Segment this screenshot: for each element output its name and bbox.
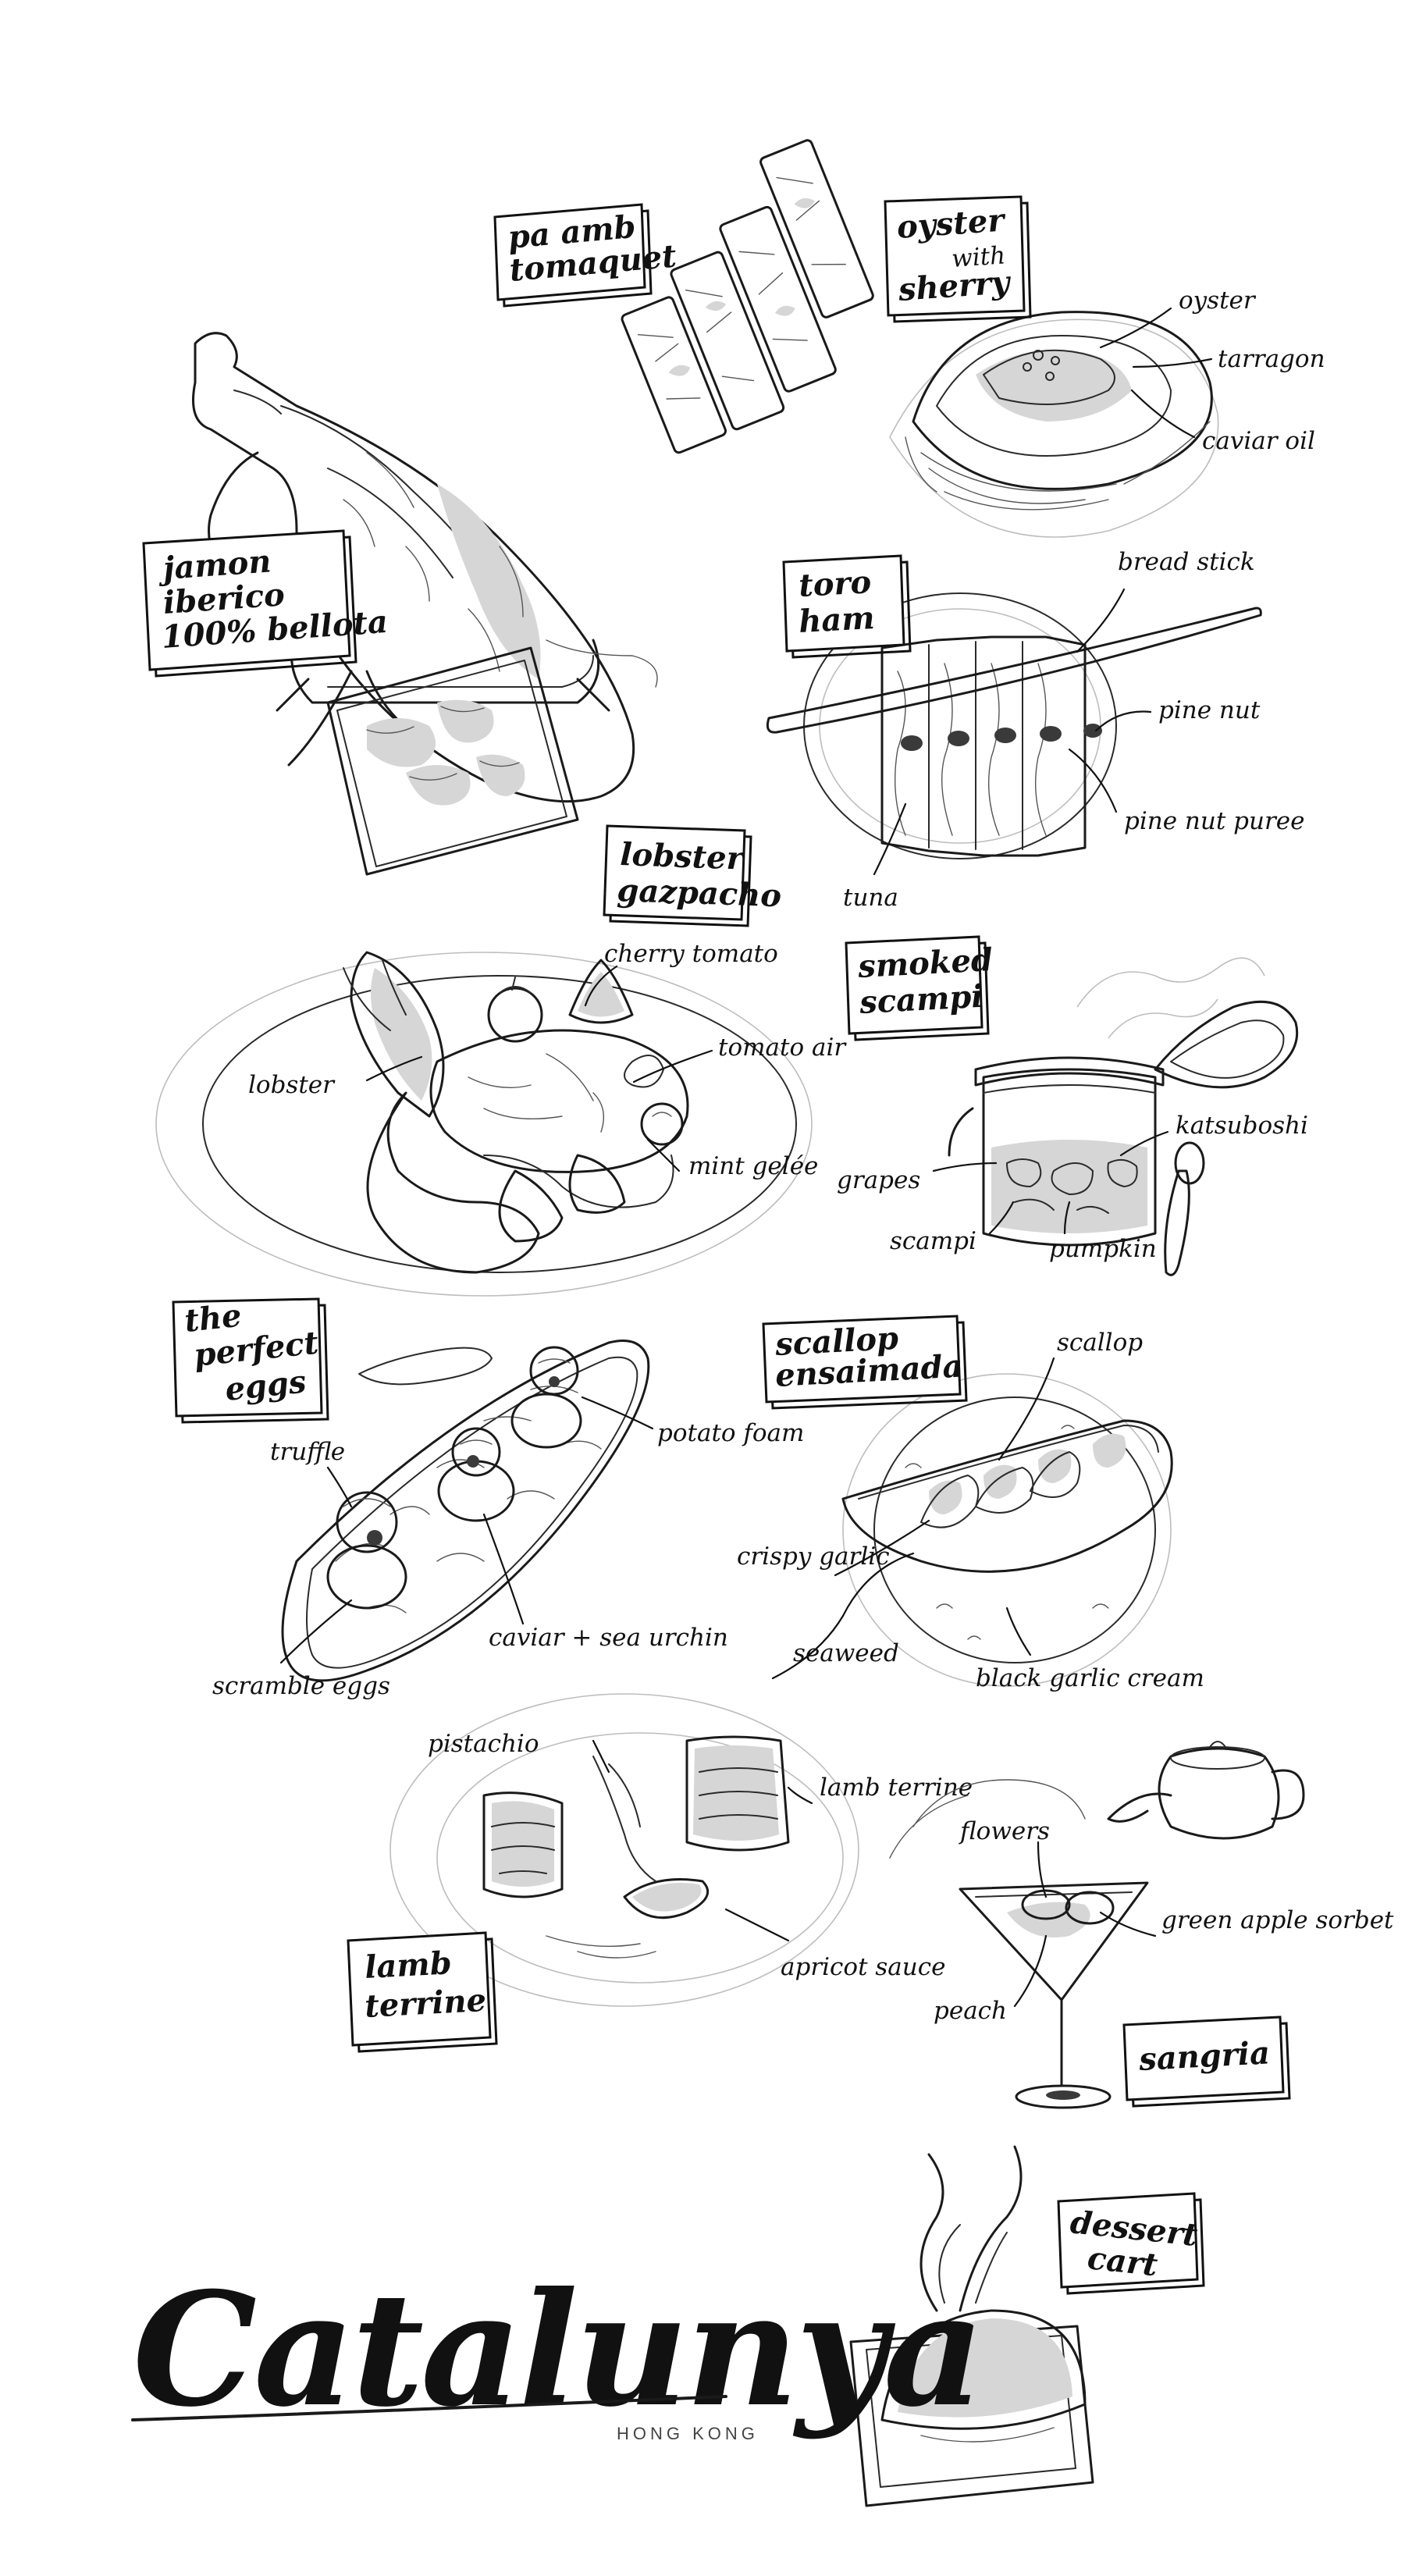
dessert-cart-title-line-2: cart bbox=[1086, 2240, 1160, 2283]
lamb-terrine-title-line-2: terrine bbox=[364, 1982, 487, 2025]
perfect-eggs-labels: truffle potato foam caviar + sea urchin … bbox=[212, 1396, 804, 1700]
toro-ham-title-box: toro ham bbox=[782, 554, 912, 659]
lobster-gazpacho-title-line-1: lobster bbox=[620, 836, 746, 877]
perfect-eggs-label-scramble-eggs: scramble eggs bbox=[212, 1672, 390, 1700]
lamb-terrine-title-line-1: lamb bbox=[364, 1944, 453, 1986]
scallop-ensaimada-label-scallop: scallop bbox=[1057, 1329, 1143, 1357]
sangria-label-peach: peach bbox=[934, 1997, 1007, 2025]
oyster-labels: oyster tarragon caviar oil bbox=[1099, 286, 1325, 455]
oyster-sketch bbox=[889, 311, 1219, 538]
scallop-ensaimada-title-line-1: scallop bbox=[774, 1320, 899, 1363]
oyster-title-line-2: with bbox=[951, 241, 1006, 273]
toro-ham-label-pine-nut: pine nut bbox=[1158, 696, 1261, 724]
perfect-eggs-title-line-3: eggs bbox=[223, 1363, 308, 1408]
sangria-label-flowers: flowers bbox=[959, 1817, 1050, 1845]
lamb-terrine-label-pistachio: pistachio bbox=[428, 1730, 539, 1758]
lobster-gazpacho-title-box: lobster gazpacho bbox=[603, 824, 782, 927]
toro-ham-label-pine-nut-puree: pine nut puree bbox=[1124, 807, 1305, 835]
sangria-sketch bbox=[889, 1741, 1305, 2109]
brand-logo-text: Catalunya bbox=[133, 2258, 981, 2442]
lamb-terrine-labels: pistachio lamb terrine apricot sauce bbox=[428, 1730, 973, 1981]
smoked-scampi-label-pumpkin: pumpkin bbox=[1049, 1235, 1157, 1263]
jamon-title-line-2: iberico bbox=[162, 576, 286, 621]
lobster-gazpacho-label-mint-gelee: mint gelée bbox=[688, 1152, 818, 1180]
perfect-eggs-label-caviar-sea-urchin: caviar + sea urchin bbox=[489, 1624, 728, 1652]
oyster-title-box: oyster with sherry bbox=[884, 195, 1032, 323]
perfect-eggs-label-truffle: truffle bbox=[270, 1438, 345, 1466]
oyster-label-caviar-oil: caviar oil bbox=[1202, 427, 1315, 455]
jamon-title-box: jamon iberico 100% bellota bbox=[142, 529, 389, 678]
smoked-scampi-title-box: smoked scampi bbox=[845, 935, 994, 1041]
lamb-terrine-title-box: lamb terrine bbox=[347, 1931, 498, 2053]
smoked-scampi-title-line-2: scampi bbox=[858, 978, 984, 1021]
oyster-title-line-1: oyster bbox=[895, 201, 1007, 246]
oyster-title-line-3: sherry bbox=[896, 264, 1012, 308]
scallop-ensaimada-label-black-garlic-cream: black garlic cream bbox=[976, 1664, 1204, 1692]
scallop-ensaimada-label-seaweed: seaweed bbox=[793, 1639, 899, 1667]
pa-amb-tomaquet-sketch bbox=[621, 139, 874, 454]
perfect-eggs-sketch bbox=[281, 1340, 650, 1682]
toro-ham-label-tuna: tuna bbox=[843, 884, 898, 912]
toro-ham-labels: bread stick pine nut pine nut puree tuna bbox=[843, 548, 1305, 912]
toro-ham-title-line-1: toro bbox=[798, 564, 872, 604]
toro-ham-title-line-2: ham bbox=[798, 600, 876, 640]
sangria-title-box: sangria bbox=[1122, 2016, 1291, 2108]
smoked-scampi-labels: katsuboshi grapes scampi pumpkin bbox=[837, 1112, 1308, 1263]
brand-location: HONG KONG bbox=[617, 2424, 759, 2443]
smoked-scampi-label-katsuboshi: katsuboshi bbox=[1176, 1112, 1308, 1140]
oyster-label-oyster: oyster bbox=[1179, 286, 1257, 315]
catalunya-logo: Catalunya HONG KONG bbox=[131, 2258, 984, 2443]
dessert-cart-sketch bbox=[849, 2145, 1094, 2507]
lobster-gazpacho-label-tomato-air: tomato air bbox=[718, 1034, 847, 1062]
jamon-title-line-1: jamon bbox=[156, 543, 272, 587]
lobster-gazpacho-label-cherry-tomato: cherry tomato bbox=[604, 940, 778, 968]
dessert-cart-title-box: dessert cart bbox=[1057, 2192, 1205, 2295]
scallop-ensaimada-label-crispy-garlic: crispy garlic bbox=[737, 1542, 890, 1571]
perfect-eggs-title-box: the perfect eggs bbox=[172, 1297, 329, 1424]
perfect-eggs-title-line-1: the bbox=[183, 1297, 244, 1340]
lobster-gazpacho-sketch bbox=[155, 951, 813, 1297]
scallop-ensaimada-sketch bbox=[841, 1373, 1173, 1687]
scallop-ensaimada-title-box: scallop ensaimada bbox=[762, 1315, 968, 1410]
toro-ham-sketch bbox=[766, 592, 1262, 859]
lobster-gazpacho-label-lobster: lobster bbox=[248, 1071, 336, 1099]
sangria-label-green-apple-sorbet: green apple sorbet bbox=[1161, 1906, 1394, 1934]
sangria-labels: flowers green apple sorbet peach bbox=[934, 1817, 1394, 2025]
pa-amb-tomaquet-title-box: pa amb tomaquet bbox=[493, 203, 678, 308]
lobster-gazpacho-labels: cherry tomato tomato air lobster mint ge… bbox=[248, 940, 847, 1180]
scallop-ensaimada-labels: scallop crispy garlic seaweed black garl… bbox=[737, 1329, 1204, 1692]
lobster-gazpacho-title-line-2: gazpacho bbox=[617, 872, 782, 914]
sangria-title-line-1: sangria bbox=[1137, 2034, 1271, 2078]
jamon-sketch bbox=[192, 332, 658, 876]
perfect-eggs-label-potato-foam: potato foam bbox=[657, 1419, 804, 1447]
lamb-terrine-label-lamb-terrine: lamb terrine bbox=[820, 1774, 973, 1802]
oyster-label-tarragon: tarragon bbox=[1218, 345, 1325, 373]
smoked-scampi-sketch bbox=[948, 957, 1299, 1276]
smoked-scampi-title-line-1: smoked bbox=[856, 941, 994, 985]
lamb-terrine-sketch bbox=[389, 1693, 859, 2007]
toro-ham-label-bread-stick: bread stick bbox=[1118, 548, 1255, 576]
smoked-scampi-label-scampi: scampi bbox=[890, 1227, 976, 1255]
smoked-scampi-label-grapes: grapes bbox=[837, 1166, 920, 1194]
lamb-terrine-label-apricot-sauce: apricot sauce bbox=[781, 1953, 945, 1981]
